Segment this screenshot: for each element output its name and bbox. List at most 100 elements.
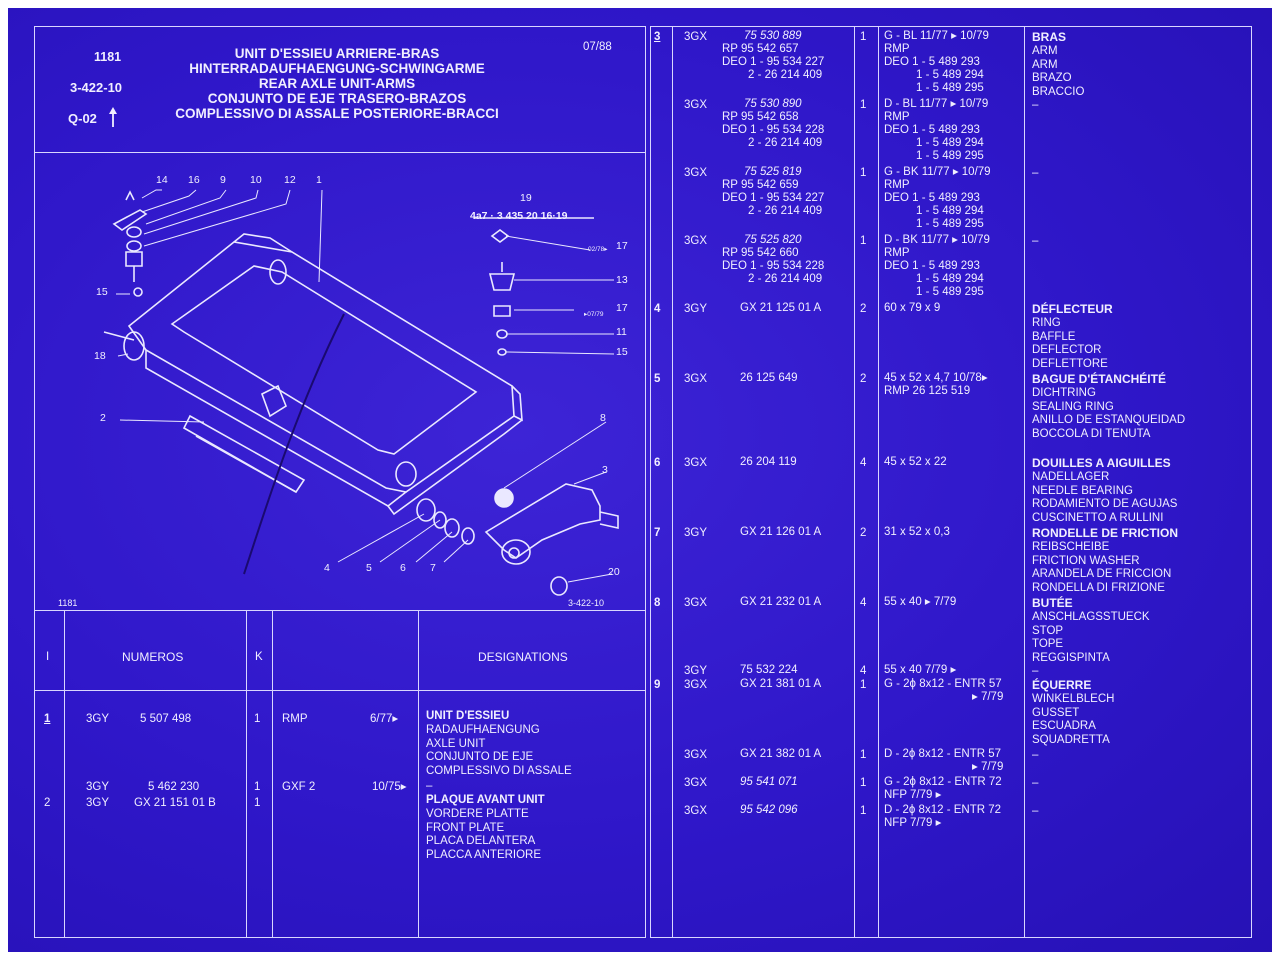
row-name: – xyxy=(1032,99,1039,111)
row-ref: GX 21 126 01 A xyxy=(740,526,822,538)
row-spec: ▸ 7/79 xyxy=(972,691,1004,703)
callout-17-note-b: ▸07/79 xyxy=(584,311,604,318)
row-qty: 1 xyxy=(860,235,867,247)
row-index: 2 xyxy=(44,797,51,809)
row-name: RING xyxy=(1032,316,1061,329)
row-spec: 1 - 5 489 295 xyxy=(916,218,984,230)
callout-8: 8 xyxy=(600,412,606,424)
row-model: 3GX xyxy=(684,31,708,43)
row-qty: 1 xyxy=(254,713,261,725)
row-model: 3GX xyxy=(684,99,708,111)
row-qty: 1 xyxy=(860,99,867,111)
row-spec: 60 x 79 x 9 xyxy=(884,302,941,314)
row-name: – xyxy=(1032,805,1039,817)
row-model: 3GY xyxy=(684,303,708,315)
row-spec: DEO 1 - 5 489 293 xyxy=(884,192,980,204)
row-name: RODAMIENTO DE AGUJAS xyxy=(1032,498,1178,511)
row-ref: 26 204 119 xyxy=(740,456,797,468)
callout-9: 9 xyxy=(220,174,226,186)
exploded-diagram xyxy=(103,189,619,596)
row-name: BUTÉE xyxy=(1032,596,1073,610)
row-name: SQUADRETTA xyxy=(1032,734,1110,747)
row-name: BRACCIO xyxy=(1032,86,1085,99)
row-ref: RP 95 542 658 xyxy=(722,111,799,123)
row-date: 10/75▸ xyxy=(372,781,407,793)
row-name: – xyxy=(1032,167,1039,179)
row-index: 5 xyxy=(654,373,661,385)
callout-13: 13 xyxy=(616,274,628,286)
callout-12: 12 xyxy=(284,174,296,186)
name-en: AXLE UNIT xyxy=(426,737,486,750)
col-header-index: I xyxy=(46,651,50,663)
row-qty: 1 xyxy=(860,749,867,761)
row-ref: GX 21 125 01 A xyxy=(740,302,822,314)
row-name: BOCCOLA DI TENUTA xyxy=(1032,428,1151,441)
row-name: ARANDELA DE FRICCION xyxy=(1032,568,1172,581)
col-header-k: K xyxy=(255,651,263,663)
callout-17-note: 02/78▸ xyxy=(588,246,608,253)
row-spec: 1 - 5 489 294 xyxy=(916,273,984,285)
row-name: ARM xyxy=(1032,58,1058,71)
row-name: DEFLETTORE xyxy=(1032,358,1108,371)
col-line-2 xyxy=(246,610,247,938)
row-spec: D - 2ϕ 8x12 - ENTR 57 xyxy=(884,748,1002,760)
arm-drawing xyxy=(484,483,619,565)
callout-17b: 17 xyxy=(616,302,628,314)
row-name: – xyxy=(1032,665,1039,677)
row-note: RMP xyxy=(282,713,308,725)
row-model: 3GX xyxy=(684,457,708,469)
row-spec: ▸ 7/79 xyxy=(972,761,1004,773)
row-name: GUSSET xyxy=(1032,706,1080,719)
row-name: BRAS xyxy=(1032,30,1067,44)
row-spec: DEO 1 - 5 489 293 xyxy=(884,260,980,272)
row-ref: RP 95 542 659 xyxy=(722,179,799,191)
row-model: 3GX xyxy=(684,679,708,691)
row-spec: DEO 1 - 5 489 293 xyxy=(884,124,980,136)
row-model: 3GX xyxy=(684,777,708,789)
name-it: COMPLESSIVO DI ASSALE xyxy=(426,765,572,778)
row-ref: RP 95 542 657 xyxy=(722,43,799,55)
rcol-line-1 xyxy=(672,26,673,938)
row-spec: 45 x 52 x 4,7 10/78▸ xyxy=(884,372,988,384)
row-spec: NFP 7/79 ▸ xyxy=(884,789,942,801)
row-model: 3GY xyxy=(684,665,708,677)
callout-14: 14 xyxy=(156,174,168,186)
row-ref: 75 532 224 xyxy=(740,664,798,676)
row-index: 8 xyxy=(654,597,661,609)
row-ref: GX 21 232 01 A xyxy=(740,596,822,608)
row-ref: 95 541 071 xyxy=(740,776,798,788)
row-number: GX 21 151 01 B xyxy=(134,797,216,809)
row-note: GXF 2 xyxy=(282,781,316,793)
row-spec: 1 - 5 489 295 xyxy=(916,286,984,298)
row-spec: G - 2ϕ 8x12 - ENTR 72 xyxy=(884,776,1002,788)
row-spec: G - 2ϕ 8x12 - ENTR 57 xyxy=(884,678,1002,690)
title-fr: UNIT D'ESSIEU ARRIERE-BRAS xyxy=(234,46,440,61)
row-spec: 31 x 52 x 0,3 xyxy=(884,526,950,538)
table-header-divider xyxy=(34,690,646,691)
row-qty: 2 xyxy=(860,373,867,385)
callout-19: 19 xyxy=(520,192,532,204)
right-panel-frame xyxy=(650,26,1252,938)
leader-lines xyxy=(116,189,615,583)
callout-4: 4 xyxy=(324,562,330,574)
row-name: WINKELBLECH xyxy=(1032,692,1115,705)
col-header-numbers: NUMEROS xyxy=(122,650,184,664)
row-name: ÉQUERRE xyxy=(1032,678,1092,692)
name-es: PLACA DELANTERA xyxy=(426,835,536,848)
name-fr: UNIT D'ESSIEU xyxy=(426,710,510,722)
callout-7: 7 xyxy=(430,562,436,574)
row-spec: 1 - 5 489 295 xyxy=(916,150,984,162)
sheet-date: 07/88 xyxy=(583,41,612,53)
row-designations: UNIT D'ESSIEU RADAUFHAENGUNG AXLE UNIT C… xyxy=(426,710,572,779)
row-spec: 1 - 5 489 294 xyxy=(916,137,984,149)
row-index: 9 xyxy=(654,679,661,691)
row-name: – xyxy=(1032,777,1039,789)
callout-19-ref: 4a7 · 3 435 20 16·19 xyxy=(470,210,568,222)
row-index: 6 xyxy=(654,457,661,469)
callout-11: 11 xyxy=(616,326,627,338)
row-name: FRICTION WASHER xyxy=(1032,554,1140,567)
callout-15-right: 15 xyxy=(616,346,628,358)
title-block: UNIT D'ESSIEU ARRIERE-BRAS HINTERRADAUFH… xyxy=(168,46,506,121)
row-name: NADELLAGER xyxy=(1032,470,1110,483)
row-ref: 95 542 096 xyxy=(740,804,798,816)
